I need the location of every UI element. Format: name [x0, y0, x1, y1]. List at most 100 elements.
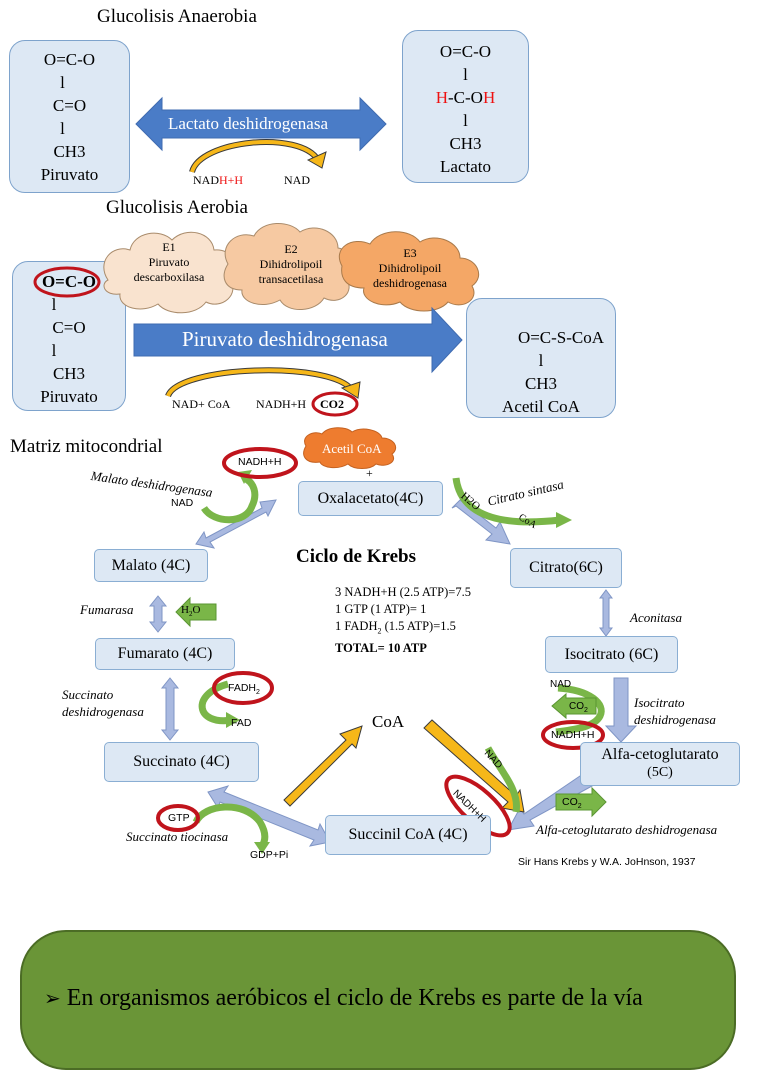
- formula-line: CH3: [52, 364, 86, 383]
- acetil-coa-label: Acetil CoA: [322, 441, 382, 456]
- formula-line: O=C-O: [439, 42, 492, 61]
- alfa-green-arrow: [484, 746, 520, 813]
- h2o-label-left: H2O: [181, 604, 200, 618]
- lactato-dh-label: Lactato deshidrogenasa: [168, 114, 329, 133]
- acetil-coa-box: [466, 298, 616, 418]
- formula-line: l: [51, 295, 57, 314]
- acetil-coa-cloud: [303, 427, 397, 469]
- aconitasa-label: Aconitasa: [630, 610, 682, 625]
- info-bullet: ➢ En organismos aeróbicos el ciclo de Kr…: [44, 985, 643, 1012]
- formula-line: l: [463, 111, 468, 130]
- summary-line: 1 GTP (1 ATP)= 1: [335, 602, 427, 616]
- compound-name: Acetil CoA: [502, 397, 580, 416]
- citrato-box: Citrato(6C): [510, 548, 622, 588]
- o-text: O: [192, 604, 201, 616]
- enzyme-code: E2: [284, 242, 298, 256]
- oxalacetato-box: Oxalacetato(4C): [298, 481, 443, 516]
- formula-line: C=O: [52, 96, 87, 115]
- piruvato-structure-anaerobic: O=C-O l C=O l CH3 Piruvato: [9, 48, 130, 186]
- enzyme-name: transacetilasa: [258, 272, 324, 286]
- h-text: H: [181, 604, 189, 616]
- co2-highlight-aerobic: [311, 391, 359, 417]
- isocitrato-box: Isocitrato (6C): [545, 636, 678, 673]
- enzyme-name: deshidrogenasa: [634, 712, 716, 727]
- fadh-text: FADH: [228, 682, 257, 694]
- compound-name: Lactato: [440, 157, 491, 176]
- formula-line: CH3: [53, 142, 86, 161]
- compound-name: Piruvato: [40, 165, 99, 184]
- fadh-label: FADH2: [228, 682, 260, 696]
- succinato-box: Succinato (4C): [104, 742, 259, 782]
- gdp-label: GDP+Pi: [250, 849, 289, 861]
- e3-cloud: [339, 231, 480, 312]
- co2-alfa-green-arrow: [555, 786, 607, 818]
- atp-summary: 3 NADH+H (2.5 ATP)=7.5 1 GTP (1 ATP)= 1 …: [335, 584, 471, 657]
- nad-coa-label: NAD+ CoA: [172, 397, 231, 411]
- fad-label: FAD: [231, 717, 252, 729]
- coa-alfa-gold-arrow: [423, 719, 525, 813]
- succinato-tiocinasa-label: Succinato tiocinasa: [126, 829, 229, 844]
- diagram-artwork: [33, 96, 638, 854]
- enzyme-code: E1: [162, 240, 176, 254]
- summary-total: TOTAL= 10 ATP: [335, 640, 427, 655]
- enzyme-name: deshidrogenasa: [373, 276, 447, 290]
- h2o-green-arrow: [175, 596, 217, 628]
- lactato-double-arrow: [135, 96, 387, 152]
- piruvato-dh-label: Piruvato deshidrogenasa: [182, 327, 388, 351]
- e2-label: E2 Dihidrolipoil transacetilasa: [236, 242, 346, 287]
- aerobic-title: Glucolisis Aerobia: [106, 197, 248, 218]
- citrato-isocitrato-arrow: [599, 589, 613, 637]
- subscript: 2: [188, 610, 193, 619]
- summary-part: 1 FADH: [335, 619, 378, 633]
- enzyme-name: Dihidrolipoil: [378, 261, 442, 275]
- nadh-label-iso: NADH+H: [551, 729, 595, 741]
- piruvato-structure-aerobic: O=C-O l C=O l CH3 Piruvato: [12, 270, 126, 408]
- carboxyl-highlight: [33, 266, 101, 298]
- tiocinasa-green-arrow: [192, 803, 269, 848]
- formula-line: l: [51, 341, 57, 360]
- enzyme-name: deshidrogenasa: [62, 704, 144, 719]
- carboxyl-group: O=C-O: [41, 272, 97, 291]
- anaerobic-title: Glucolisis Anaerobia: [97, 6, 257, 27]
- fadh-highlight: [212, 671, 274, 705]
- succinato-fumarato-arrow: [160, 677, 180, 741]
- hydrogen-red: H: [435, 88, 449, 107]
- enzyme-name: Succinato: [62, 687, 114, 702]
- compound-name: Alfa-cetoglutarato: [601, 746, 719, 763]
- malato-box: Malato (4C): [94, 549, 208, 582]
- nadh-label-anaerobic: NADH+H: [193, 173, 243, 188]
- formula-line: C=O: [52, 318, 86, 337]
- succ-dh-green-arrow: [198, 680, 233, 725]
- co2-label-alfa: CO2: [562, 796, 582, 810]
- nadh-label-top: NADH+H: [238, 456, 282, 468]
- e1-label: E1 Piruvato descarboxilasa: [118, 240, 220, 285]
- alfa-dh-label: Alfa-cetoglutarato deshidrogenasa: [536, 822, 718, 837]
- co2-label-aerobic: CO2: [320, 397, 344, 411]
- credit-label: Sir Hans Krebs y W.A. JoHnson, 1937: [518, 856, 696, 868]
- nad-label-anaerobic: NAD: [284, 173, 310, 187]
- alfa-succinil-arrow: [507, 775, 593, 831]
- citrato-green-arrow: [452, 477, 561, 526]
- piruvato-dh-arrow: [133, 306, 463, 374]
- nadh-highlight-top: [222, 447, 298, 479]
- e3-label: E3 Dihidrolipoil deshidrogenasa: [354, 246, 466, 291]
- info-text: En organismos aeróbicos el ciclo de Kreb…: [66, 985, 643, 1011]
- co-text: CO: [569, 701, 584, 712]
- isocitrato-dh-label: Isocitrato deshidrogenasa: [634, 694, 716, 728]
- enzyme-name: Dihidrolipoil: [259, 257, 323, 271]
- nadh-label-aerobic: NADH+H: [256, 397, 307, 411]
- summary-line: 1 FADH2 (1.5 ATP)=1.5: [335, 618, 471, 640]
- malato-oxa-arrow: [195, 499, 277, 549]
- carbon-count: (5C): [647, 765, 673, 780]
- fumarato-malato-arrow: [148, 595, 168, 633]
- bullet-arrow-icon: ➢: [44, 986, 61, 1010]
- subscript: 2: [577, 803, 582, 811]
- formula-line: CH3: [524, 374, 558, 393]
- compound-name: Piruvato: [40, 387, 98, 406]
- fumarasa-label: Fumarasa: [80, 602, 134, 617]
- alfa-cetoglutarato-box: Alfa-cetoglutarato (5C): [580, 742, 740, 786]
- co2-label-iso: CO2: [569, 701, 588, 714]
- gtp-highlight: [156, 804, 200, 832]
- formula-line: l: [60, 119, 65, 138]
- formula-line: O=C-S-CoA: [517, 328, 605, 347]
